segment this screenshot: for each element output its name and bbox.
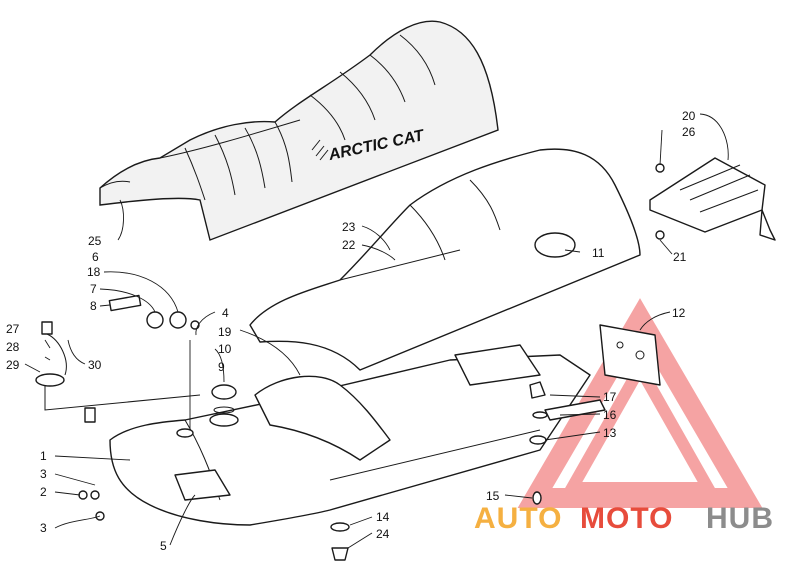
- callout-13: 13: [603, 426, 617, 440]
- side-latch: [174, 469, 231, 501]
- fuel-neck: [209, 413, 239, 427]
- callout-8: 8: [90, 299, 97, 313]
- seat-foam: [249, 148, 641, 371]
- callout-17: 17: [603, 390, 617, 404]
- callout-9: 9: [218, 360, 225, 374]
- callout-12: 12: [672, 306, 686, 320]
- watermark-hub: HUB: [706, 502, 774, 535]
- callout-5: 5: [160, 539, 167, 553]
- callout-14: 14: [376, 510, 390, 524]
- callout-1: 1: [40, 449, 47, 463]
- reflector-plate: [599, 324, 661, 386]
- fuel-port: [176, 428, 194, 438]
- callout-2: 2: [40, 485, 47, 499]
- callout-20: 20: [682, 109, 696, 123]
- watermark-moto: MOTO: [580, 502, 673, 535]
- callout-3b: 3: [40, 521, 47, 535]
- callout-24: 24: [376, 527, 390, 541]
- callout-21: 21: [673, 250, 687, 264]
- callout-7: 7: [90, 282, 97, 296]
- callout-29: 29: [6, 358, 20, 372]
- leader-lines: [24, 113, 729, 549]
- callout-23: 23: [342, 220, 356, 234]
- watermark-auto: AUTO: [474, 502, 562, 535]
- callout-6: 6: [92, 250, 99, 264]
- callout-18: 18: [87, 265, 101, 279]
- callout-25: 25: [88, 234, 102, 248]
- seat-cover: ARCTIC CAT: [99, 20, 499, 241]
- callout-19: 19: [218, 325, 232, 339]
- callout-22: 22: [342, 238, 356, 252]
- callout-4: 4: [222, 306, 229, 320]
- callout-3a: 3: [40, 467, 47, 481]
- callout-10: 10: [218, 342, 232, 356]
- foam-pocket: [534, 232, 576, 258]
- callout-30: 30: [88, 358, 102, 372]
- callout-27: 27: [6, 322, 20, 336]
- callout-26: 26: [682, 125, 696, 139]
- callout-28: 28: [6, 340, 20, 354]
- tail-box: [454, 344, 541, 386]
- watermark-text: AUTO MOTO HUB: [474, 502, 774, 535]
- callout-15: 15: [486, 489, 500, 503]
- callout-11: 11: [592, 246, 605, 260]
- seat-base: [109, 344, 591, 526]
- hand-grip: [254, 375, 391, 461]
- fuel-sensor: [35, 321, 201, 423]
- rear-bracket: [649, 157, 776, 241]
- callout-16: 16: [603, 408, 617, 422]
- callout-labels: 20 26 21 25 6 23 22 11 18 7 8 4 19 10 9 …: [6, 109, 696, 553]
- fuel-cap: [211, 384, 237, 414]
